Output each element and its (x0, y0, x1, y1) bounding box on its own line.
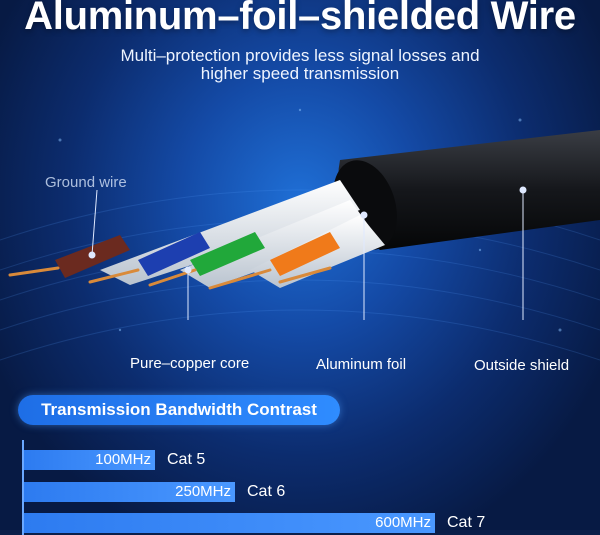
wire-green (190, 232, 265, 276)
bandwidth-category-label: Cat 6 (247, 483, 286, 500)
bandwidth-bar-cat-6: 250MHz (24, 482, 235, 502)
subtitle-line-1: Multi–protection provides less signal lo… (120, 46, 480, 65)
outer-jacket (338, 130, 600, 250)
copper-end-1 (8, 266, 60, 277)
bandwidth-bar-cat-7: 600MHz (24, 513, 435, 533)
copper-end-5 (278, 266, 332, 284)
bandwidth-category-label: Cat 7 (447, 514, 486, 531)
copper-end-4 (208, 268, 272, 290)
bandwidth-section-title: Transmission Bandwidth Contrast (18, 395, 340, 425)
copper-end-2 (88, 268, 140, 284)
wire-blue (138, 232, 210, 276)
callout-pure-copper-core: Pure–copper core (130, 355, 250, 372)
page-title: Aluminum–foil–shielded Wire (24, 0, 576, 38)
callout-aluminum-foil: Aluminum foil (316, 356, 407, 373)
foil-shield-2 (180, 200, 372, 288)
cable-illustration (8, 130, 600, 320)
bandwidth-bar-cat-5: 100MHz (24, 450, 155, 470)
callout-outside-shield: Outside shield (474, 357, 570, 374)
callout-ground-wire: Ground wire (45, 174, 127, 191)
callout-line-ground (91, 189, 98, 256)
wire-orange (270, 232, 340, 276)
subtitle-line-2: higher speed transmission (200, 64, 400, 83)
bandwidth-axis (22, 440, 24, 535)
bandwidth-category-label: Cat 5 (167, 451, 206, 468)
